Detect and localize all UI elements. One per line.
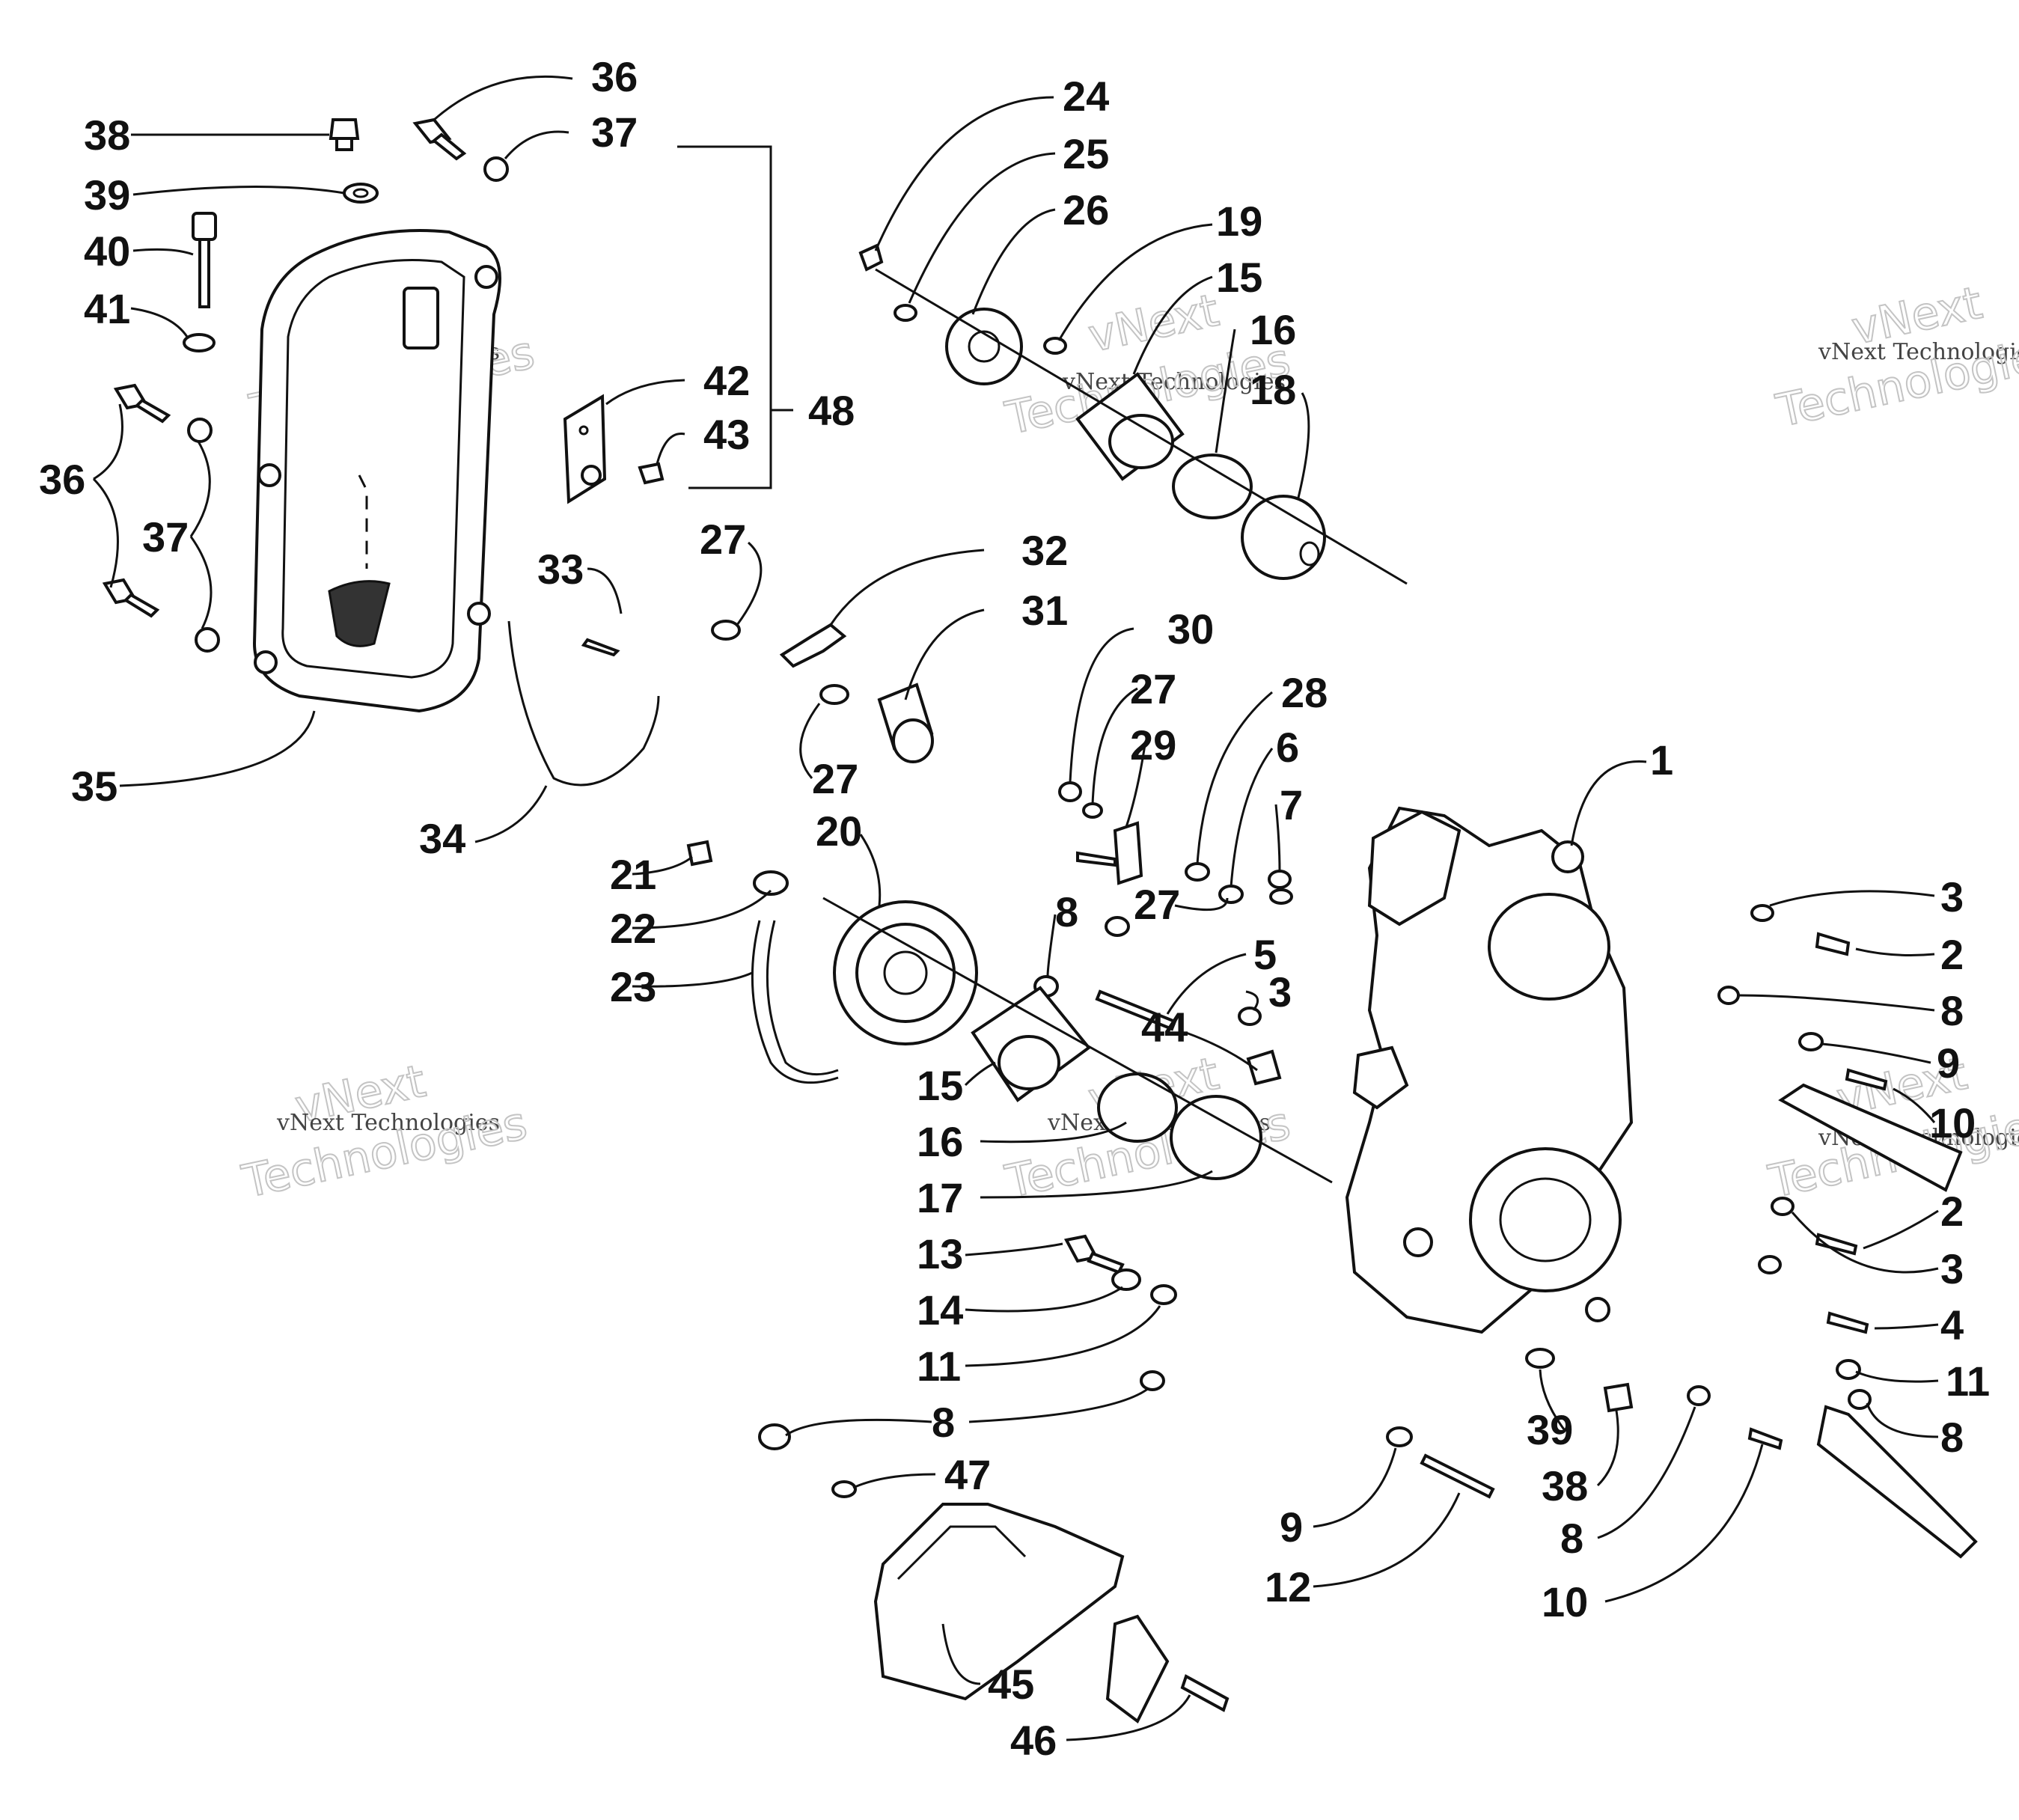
callout-38: 38 [84,112,130,159]
callout-44: 44 [1141,1004,1188,1051]
callout-15: 15 [917,1062,963,1109]
callout-9: 9 [1280,1503,1303,1551]
callout-11: 11 [1946,1358,1990,1405]
callout-37: 37 [591,109,638,156]
callout-18: 18 [1250,366,1296,413]
callout-28: 28 [1281,669,1328,716]
callout-48: 48 [808,387,855,434]
callout-16: 16 [1250,306,1296,353]
upper-sprocket-assembly [858,243,1408,585]
callout-43: 43 [703,411,750,458]
callout-2: 2 [1940,931,1964,978]
callout-6: 6 [1276,724,1299,771]
callout-27: 27 [700,516,746,563]
callout-42: 42 [703,357,750,404]
callout-8: 8 [1560,1515,1583,1562]
callout-37: 37 [142,513,189,561]
watermark-top-right-text: vNext Technologies [1818,339,2019,365]
callout-17: 17 [917,1174,963,1221]
callout-15: 15 [1216,254,1262,301]
callout-27: 27 [812,755,858,802]
housing-fasteners [1063,904,1888,1499]
callout-20: 20 [816,807,862,855]
callout-27: 27 [1130,665,1176,712]
callout-21: 21 [610,851,656,898]
callout-36: 36 [39,456,85,503]
callout-45: 45 [988,1661,1034,1708]
callout-35: 35 [71,763,117,810]
callout-16: 16 [917,1118,963,1165]
chain-tensioner [507,620,1293,905]
callout-4: 4 [1940,1301,1964,1349]
callout-labels: 1 2 2 3 3 3 4 5 6 7 8 8 8 8 8 9 9 10 10 … [39,53,1990,1764]
callout-47: 47 [944,1451,991,1498]
callout-12: 12 [1265,1563,1311,1610]
callout-38: 38 [1542,1462,1588,1509]
callout-10: 10 [1929,1099,1976,1146]
callout-19: 19 [1216,198,1262,245]
callout-27: 27 [1134,881,1180,928]
callout-2: 2 [1940,1188,1964,1235]
callout-13: 13 [917,1230,963,1277]
brake-assembly [758,1423,1230,1724]
callout-3: 3 [1268,968,1292,1016]
callout-10: 10 [1542,1578,1588,1625]
callout-36: 36 [591,53,638,100]
callout-31: 31 [1021,587,1068,634]
callout-41: 41 [84,285,130,332]
callout-29: 29 [1130,721,1176,769]
callout-40: 40 [84,228,130,275]
callout-30: 30 [1167,605,1214,653]
chain-case-cover [252,229,501,713]
cover-plate [563,394,607,504]
callout-8: 8 [1940,987,1964,1034]
leader-lines [92,75,1939,1741]
chain-case-housing [1345,806,1634,1334]
callout-22: 22 [610,905,656,952]
callout-9: 9 [1937,1039,1960,1087]
callout-46: 46 [1010,1717,1057,1764]
callout-8: 8 [1940,1414,1964,1461]
callout-39: 39 [84,171,130,219]
callout-1: 1 [1650,736,1673,784]
callout-25: 25 [1063,130,1109,177]
callout-3: 3 [1940,1245,1964,1292]
callout-26: 26 [1063,186,1109,233]
parts [102,117,1978,1724]
watermark-mid-left-text: vNext Technologies [276,1110,500,1136]
shafts [1778,1083,1978,1559]
callout-3: 3 [1940,873,1964,920]
cover-fasteners [102,117,665,653]
callout-8: 8 [932,1399,955,1446]
lower-sprocket-assembly [686,840,1333,1184]
callout-7: 7 [1280,781,1303,828]
callout-33: 33 [537,546,584,593]
callout-32: 32 [1021,527,1068,574]
callout-34: 34 [419,815,465,862]
callout-14: 14 [917,1286,963,1334]
callout-8: 8 [1055,888,1078,935]
watermark-top-center-text: vNext Technologies [1062,369,1286,395]
callout-39: 39 [1527,1406,1573,1453]
callout-23: 23 [610,963,656,1010]
callout-5: 5 [1253,931,1277,978]
callout-24: 24 [1063,73,1109,120]
callout-11: 11 [917,1343,961,1390]
